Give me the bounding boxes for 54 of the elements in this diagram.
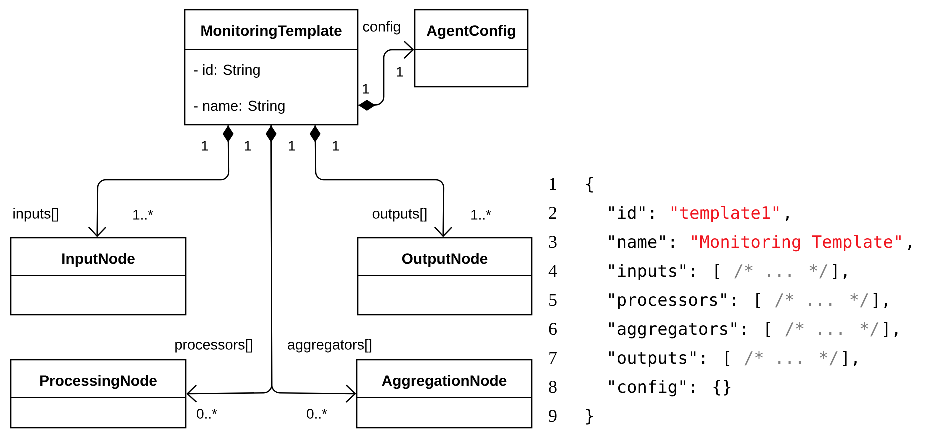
code-text: "inputs": [	[609, 264, 720, 281]
line-number: 3	[549, 236, 557, 248]
multiplicity-label: 1	[245, 141, 252, 151]
line-number: 2	[549, 207, 556, 219]
code-text: ],	[833, 264, 847, 280]
class-box: MonitoringTemplate - id: String - name: String	[184, 9, 359, 126]
line-number: 5	[550, 294, 557, 306]
multiplicity-label: 0..*	[307, 409, 328, 419]
code-text: "aggregators": [	[609, 322, 770, 339]
arrow	[270, 126, 356, 403]
code-text: "processors": [	[609, 293, 760, 310]
line-number: 8	[549, 381, 557, 394]
code-text: "outputs": [	[609, 351, 730, 368]
multiplicity-label: 1	[363, 84, 370, 94]
code-text: ,	[786, 216, 789, 222]
class-box: AggregationNode	[356, 359, 533, 429]
line-number: 7	[550, 352, 557, 364]
line-number: 1	[550, 178, 556, 190]
code-text: "id":	[609, 206, 654, 220]
multiplicity-label: 1	[397, 67, 404, 77]
code-text: /* ... */	[775, 293, 868, 308]
arrow	[314, 126, 452, 238]
edge-label: processors[]	[176, 339, 252, 353]
arrow	[88, 126, 230, 238]
multiplicity-label: 1	[289, 141, 296, 151]
code-text: ],	[874, 293, 888, 308]
code-text: "template1"	[672, 206, 779, 223]
multiplicity-label: 1	[202, 141, 208, 151]
edge-label: config	[363, 21, 400, 35]
multiplicity-label: 1..*	[472, 210, 492, 220]
line-number: 4	[548, 265, 558, 277]
line-number: 9	[549, 410, 557, 422]
multiplicity-label: 1	[333, 141, 340, 151]
arrow	[358, 41, 414, 106]
code-text: ,	[908, 246, 912, 250]
code-text: "Monitoring Template"	[692, 235, 901, 252]
code-text: {	[586, 177, 594, 193]
edge-label: aggregators[]	[288, 339, 372, 353]
code-text: "name":	[609, 236, 674, 248]
code-text: ],	[843, 351, 857, 366]
code-text: /* ... */	[744, 351, 838, 366]
class-box: InputNode	[10, 237, 187, 316]
code-text: ],	[884, 322, 898, 338]
edge-label: outputs[]	[372, 208, 427, 222]
line-number: 6	[549, 323, 557, 336]
edge-label: inputs[]	[14, 208, 58, 222]
code-text: "config": {}	[609, 380, 731, 397]
class-box: AgentConfig	[414, 9, 529, 88]
code-text: /* ... */	[786, 322, 879, 337]
code-text: }	[586, 409, 594, 425]
class-box: ProcessingNode	[10, 359, 187, 429]
class-box: OutputNode	[357, 237, 533, 316]
multiplicity-label: 1..*	[134, 210, 154, 220]
code-text: /* ... */	[734, 264, 828, 279]
